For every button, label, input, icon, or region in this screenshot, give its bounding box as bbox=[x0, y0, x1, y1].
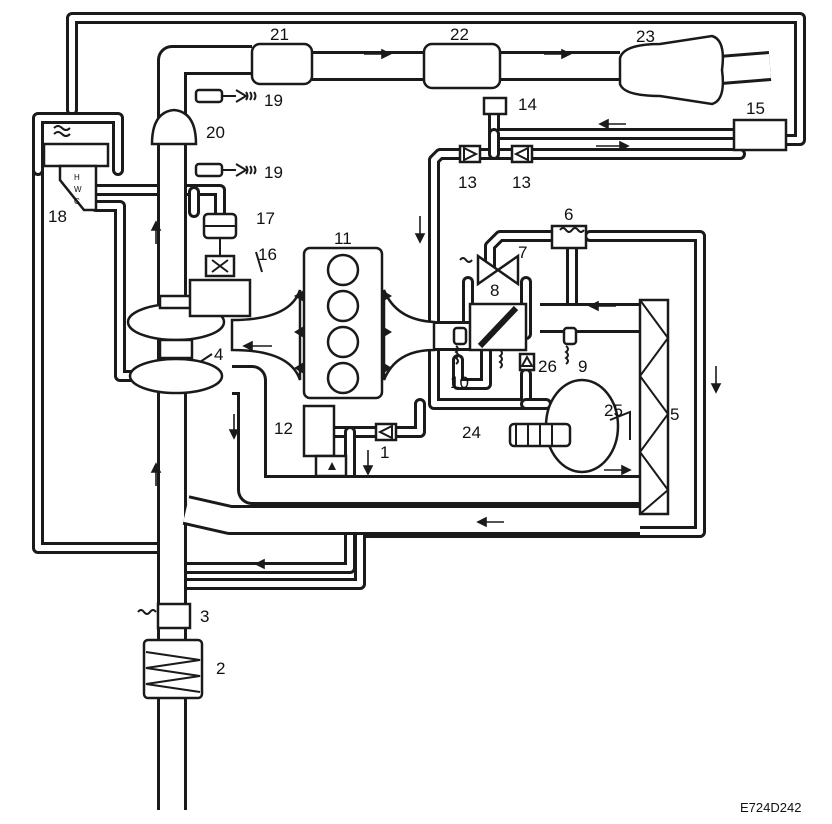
cylinder-2 bbox=[326, 289, 360, 323]
flow-arrow-up-main bbox=[150, 220, 162, 244]
check-valve-13-right bbox=[510, 144, 534, 164]
air-ducts bbox=[157, 45, 772, 810]
flow-arrow-exhaust-2 bbox=[544, 48, 572, 60]
flow-arrow-exhaust-1 bbox=[364, 48, 392, 60]
label-4: 4 bbox=[214, 345, 223, 364]
vacuum-control-module: H W C bbox=[42, 125, 110, 212]
hose-14-15 bbox=[488, 106, 746, 140]
compressor-housing bbox=[128, 357, 224, 395]
flow-arrow-down-turbo bbox=[228, 414, 240, 440]
label-3: 3 bbox=[200, 607, 209, 626]
cylinder-3 bbox=[326, 325, 360, 359]
catalytic-converter-21 bbox=[250, 42, 314, 86]
flow-arrow-bottom bbox=[254, 558, 282, 570]
flow-arrow-intercooler-in bbox=[588, 300, 616, 312]
cylinder-1 bbox=[326, 253, 360, 287]
hose-left-vertical bbox=[32, 164, 174, 554]
sensor-9 bbox=[562, 326, 578, 365]
mark-c: C bbox=[74, 197, 80, 206]
brake-booster bbox=[508, 378, 631, 474]
flow-arrows bbox=[150, 48, 722, 570]
component-14 bbox=[482, 96, 508, 116]
valve-6 bbox=[550, 224, 588, 250]
figure-reference-code: E724D242 bbox=[740, 800, 801, 815]
label-14: 14 bbox=[518, 95, 537, 114]
oxygen-sensor-lower bbox=[194, 162, 257, 178]
sensor-10b bbox=[498, 349, 503, 369]
leader-lines bbox=[199, 251, 263, 363]
label-8: 8 bbox=[490, 281, 499, 300]
throttle-body-8 bbox=[468, 302, 528, 352]
rear-muffler-23 bbox=[618, 34, 725, 106]
flow-arrow-booster bbox=[604, 464, 632, 476]
air-filter bbox=[142, 638, 204, 700]
label-13-left: 13 bbox=[458, 173, 477, 192]
label-10: 10 bbox=[450, 373, 469, 392]
label-25: 25 bbox=[604, 401, 623, 420]
flow-arrow-return bbox=[476, 516, 504, 528]
label-17: 17 bbox=[256, 209, 275, 228]
flow-arrow-right-loop bbox=[710, 366, 722, 394]
flow-arrow-15 bbox=[598, 118, 626, 130]
label-19-lower: 19 bbox=[264, 163, 283, 182]
flow-arrow-13 bbox=[596, 140, 630, 152]
wastegate-actuator bbox=[202, 212, 238, 278]
label-18: 18 bbox=[48, 207, 67, 226]
valve-26 bbox=[518, 352, 536, 372]
label-16: 16 bbox=[258, 245, 277, 264]
flow-arrow-up-lower bbox=[150, 462, 162, 486]
check-valve-1 bbox=[374, 422, 398, 442]
valve-7 bbox=[459, 253, 520, 287]
label-21: 21 bbox=[270, 25, 289, 44]
mark-h: H bbox=[74, 173, 80, 182]
flow-arrow-to-turbo bbox=[242, 340, 272, 352]
air-flow-sensor bbox=[137, 602, 192, 630]
label-23: 23 bbox=[636, 27, 655, 46]
callout-labels: 1 2 3 4 5 6 7 8 9 10 11 12 13 13 14 15 1… bbox=[48, 25, 765, 678]
oxygen-sensor-upper bbox=[194, 88, 257, 104]
flow-arrow-down-12 bbox=[362, 450, 374, 476]
label-2: 2 bbox=[216, 659, 225, 678]
label-13-right: 13 bbox=[512, 173, 531, 192]
cylinder-4 bbox=[326, 361, 360, 395]
canister-12 bbox=[302, 404, 348, 478]
label-20: 20 bbox=[206, 123, 225, 142]
sensor-10 bbox=[452, 326, 468, 365]
label-7: 7 bbox=[518, 243, 527, 262]
label-19-upper: 19 bbox=[264, 91, 283, 110]
label-11: 11 bbox=[334, 229, 352, 248]
label-6: 6 bbox=[564, 205, 573, 224]
label-1: 1 bbox=[380, 443, 389, 462]
engine-block bbox=[230, 246, 436, 400]
label-22: 22 bbox=[450, 25, 469, 44]
label-9: 9 bbox=[578, 357, 587, 376]
intercooler bbox=[638, 298, 670, 516]
component-15 bbox=[732, 118, 788, 152]
label-12: 12 bbox=[274, 419, 293, 438]
check-valve-13-left bbox=[458, 144, 482, 164]
turbocharger bbox=[126, 278, 252, 395]
flow-arrow-down-13 bbox=[414, 216, 426, 244]
label-26: 26 bbox=[538, 357, 557, 376]
center-muffler-22 bbox=[422, 42, 502, 90]
catalyst-20 bbox=[150, 108, 198, 146]
label-5: 5 bbox=[670, 405, 679, 424]
label-15: 15 bbox=[746, 99, 765, 118]
mark-w: W bbox=[74, 185, 82, 194]
label-24: 24 bbox=[462, 423, 481, 442]
